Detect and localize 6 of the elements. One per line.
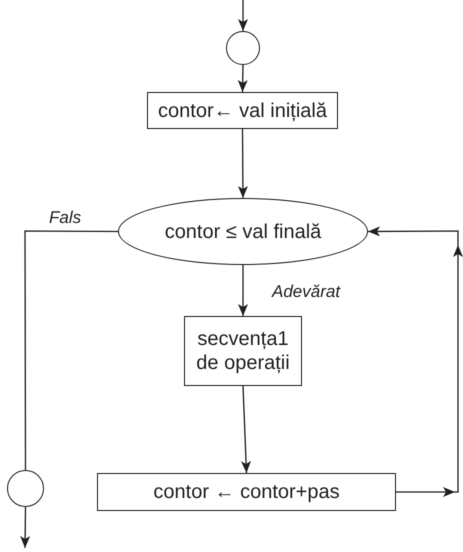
process-box: secvența1 de operații xyxy=(184,316,302,386)
decision-ellipse: contor ≤ val finală xyxy=(118,198,368,265)
process-box: contor← val inițială xyxy=(147,92,338,129)
connector-circle xyxy=(7,470,44,507)
process-box: contor ← contor+pas xyxy=(97,473,396,511)
connector-circle xyxy=(226,31,260,65)
